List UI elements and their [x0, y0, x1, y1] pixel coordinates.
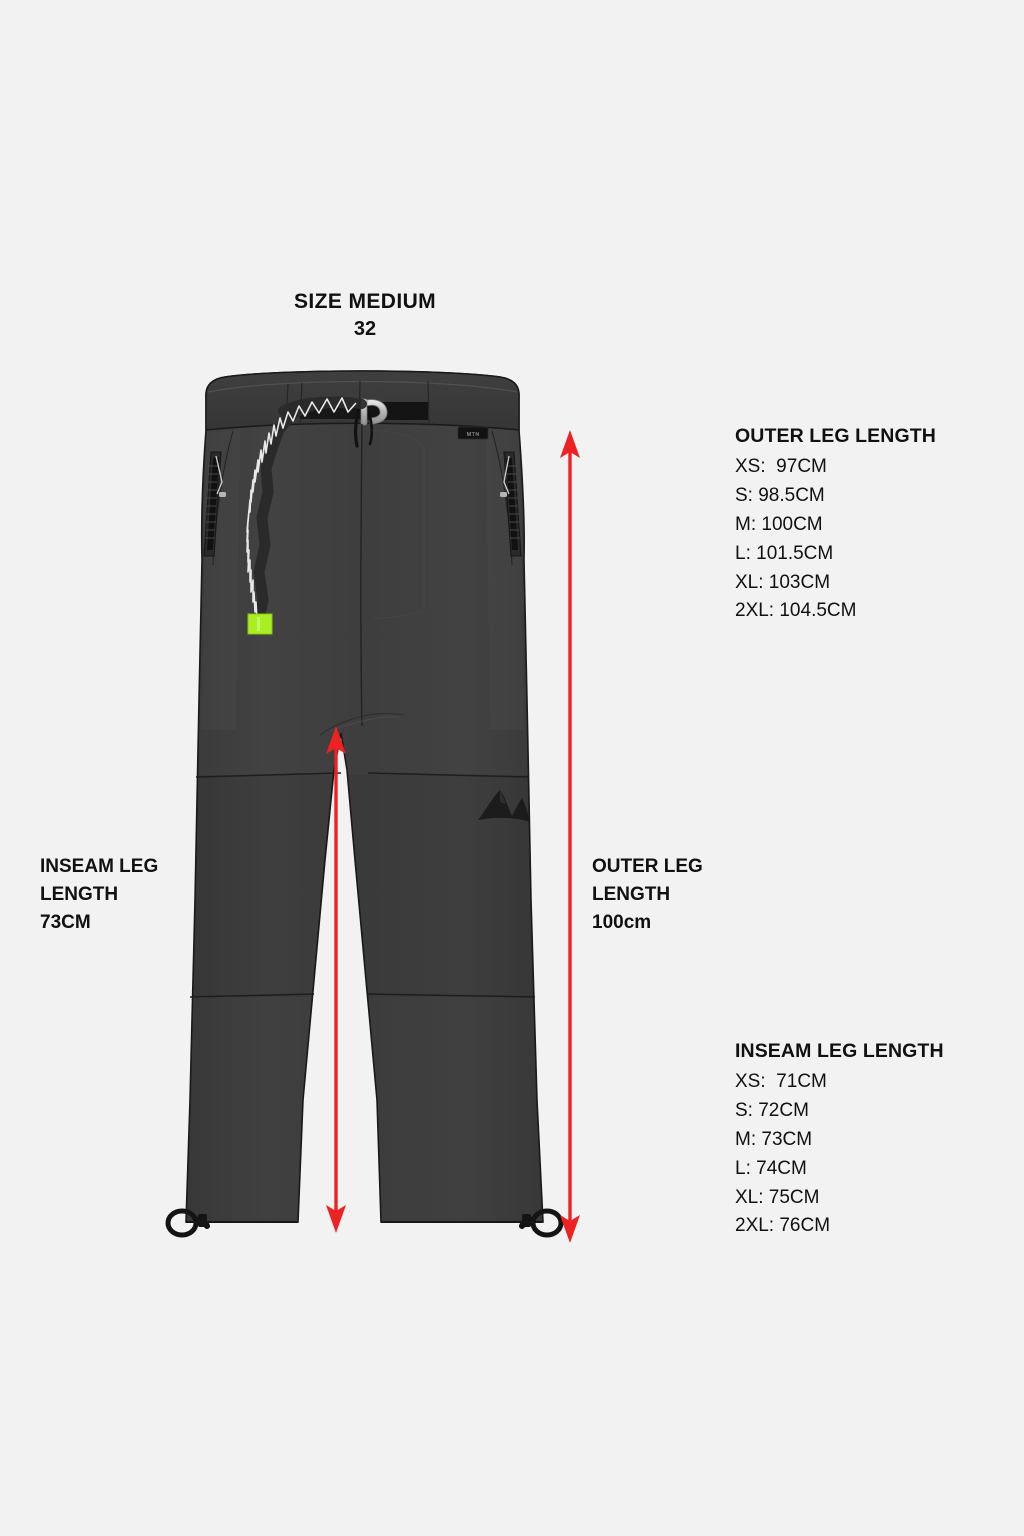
inseam-callout-value: 73CM — [40, 911, 91, 933]
outer-callout-value: 100cm — [592, 911, 652, 933]
inseam-callout-line2: LENGTH — [40, 883, 119, 905]
outer-leg-spec-heading: OUTER LEG LENGTH — [735, 425, 936, 447]
page-title: SIZE MEDIUM 32 — [0, 288, 730, 342]
inseam-leg-arrow — [326, 726, 346, 1233]
brand-tag-icon: ᴍᴛɴ — [457, 426, 489, 440]
waist-buckle-icon — [360, 398, 388, 426]
fly-seam — [360, 423, 425, 727]
waistband — [205, 370, 520, 431]
size-label: SIZE MEDIUM — [293, 290, 437, 313]
outer-leg-spec-row-2xl: 2XL: 104.5CM — [735, 600, 857, 622]
outer-leg-spec-row-m: M: 100CM — [735, 513, 823, 535]
size-number: 32 — [353, 317, 377, 340]
outer-leg-spec-row-xl: XL: 103CM — [735, 571, 831, 593]
outer-leg-spec-row-l: L: 101.5CM — [735, 542, 834, 564]
green-accent-tab-icon — [247, 613, 273, 635]
right-cuff-cord-loop-icon — [519, 1208, 564, 1238]
svg-text:ᴍᴛɴ: ᴍᴛɴ — [466, 431, 479, 438]
knee-seams — [189, 772, 536, 998]
outer-leg-callout: OUTER LEG LENGTH 100cm — [592, 853, 782, 937]
inseam-leg-spec-block: INSEAM LEG LENGTH XS: 71CM S: 72CM M: 73… — [735, 1040, 1015, 1241]
mountain-logo-icon — [478, 790, 530, 822]
outer-leg-spec-row-xs: XS: 97CM — [735, 456, 827, 477]
outer-leg-arrow — [560, 430, 580, 1243]
inseam-leg-spec-row-xs: XS: 71CM — [735, 1071, 827, 1092]
inseam-leg-spec-row-xl: XL: 75CM — [735, 1186, 820, 1208]
inseam-leg-spec-row-l: L: 74CM — [735, 1157, 807, 1179]
crotch-wrinkles — [319, 712, 405, 736]
outer-leg-spec-block: OUTER LEG LENGTH XS: 97CM S: 98.5CM M: 1… — [735, 425, 1015, 626]
drawcord-tail-icon — [353, 406, 374, 448]
right-zip-pocket-icon — [500, 451, 522, 557]
outer-callout-line1: OUTER LEG — [592, 856, 703, 877]
inseam-leg-spec-heading: INSEAM LEG LENGTH — [735, 1040, 944, 1062]
hip-seams — [212, 430, 513, 566]
trouser-body — [185, 370, 544, 1223]
inseam-leg-callout: INSEAM LEG LENGTH 73CM — [40, 853, 230, 937]
inseam-leg-spec-row-s: S: 72CM — [735, 1099, 809, 1121]
left-cuff-cord-loop-icon — [165, 1208, 210, 1238]
waist-belt-strip — [300, 402, 428, 420]
inseam-leg-spec-row-2xl: 2XL: 76CM — [735, 1215, 831, 1237]
fabric-shading — [186, 775, 543, 997]
outer-callout-line2: LENGTH — [592, 883, 671, 905]
drawcord-zigzag-icon — [246, 396, 367, 635]
inseam-callout-line1: INSEAM LEG — [40, 856, 159, 877]
left-zip-pocket-icon — [203, 451, 226, 557]
inseam-leg-spec-row-m: M: 73CM — [735, 1128, 813, 1150]
outer-leg-spec-row-s: S: 98.5CM — [735, 484, 825, 506]
